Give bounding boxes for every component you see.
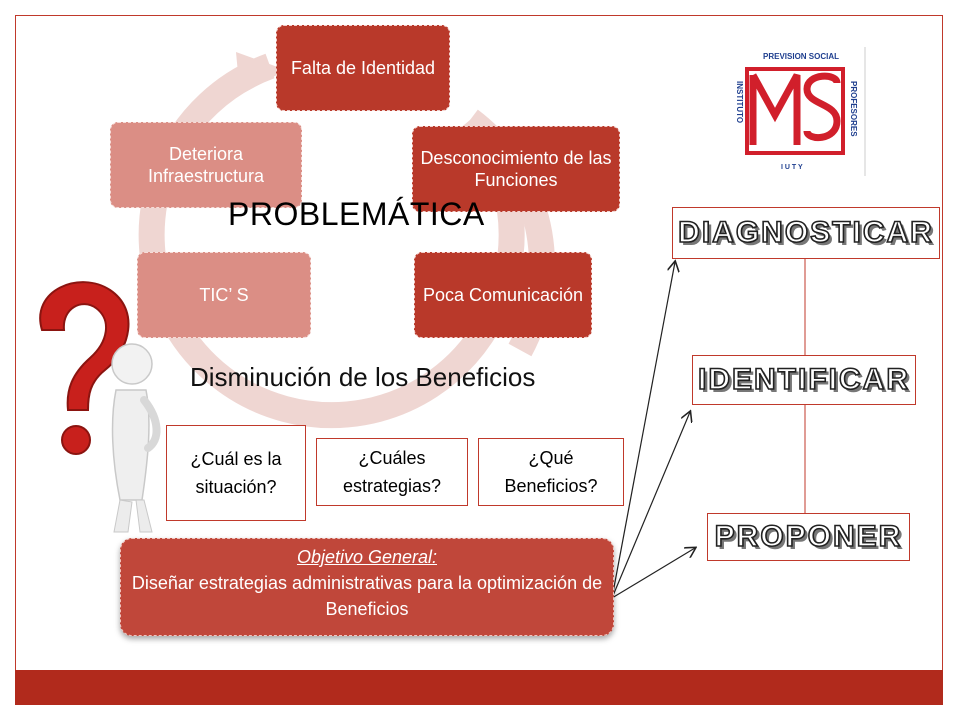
question-estrategias: ¿Cuáles estrategias? <box>316 438 468 506</box>
arrow-diagnosticar <box>611 262 675 599</box>
objective-box: Objetivo General: Diseñar estrategias ad… <box>120 538 614 636</box>
cycle-item-identidad: Falta de Identidad <box>276 25 450 111</box>
action-proponer: PROPONER <box>707 513 910 561</box>
arrow-proponer <box>611 548 695 599</box>
question-figure-icon <box>39 281 161 533</box>
logo-bottom-text: I U T Y <box>781 164 803 171</box>
question-situacion: ¿Cuál es la situación? <box>166 425 306 521</box>
action-diagnosticar: DIAGNOSTICAR <box>672 207 940 259</box>
cycle-item-funciones: Desconocimiento de las Funciones <box>412 126 620 212</box>
objective-heading: Objetivo General: <box>296 547 438 567</box>
logo-left-text: INSTITUTO <box>735 81 744 123</box>
cycle-item-comunicacion: Poca Comunicación <box>414 252 592 338</box>
problematica-title: PROBLEMÁTICA <box>228 196 485 232</box>
action-identificar: IDENTIFICAR <box>692 355 916 405</box>
cycle-item-infraestructura: Deteriora Infraestructura <box>110 122 302 208</box>
institute-logo: PREVISION SOCIAL INSTITUTO PROFESORES I … <box>735 47 866 176</box>
logo-right-text: PROFESORES <box>849 81 858 137</box>
question-beneficios: ¿Qué Beneficios? <box>478 438 624 506</box>
arrow-identificar <box>611 412 690 599</box>
objective-text: Diseñar estrategias administrativas para… <box>131 573 603 619</box>
cycle-item-tics: TIC’ S <box>137 252 311 338</box>
logo-top-text: PREVISION SOCIAL <box>763 52 839 61</box>
disminucion-subtitle: Disminución de los Beneficios <box>190 362 536 392</box>
footer-bar <box>15 670 943 705</box>
